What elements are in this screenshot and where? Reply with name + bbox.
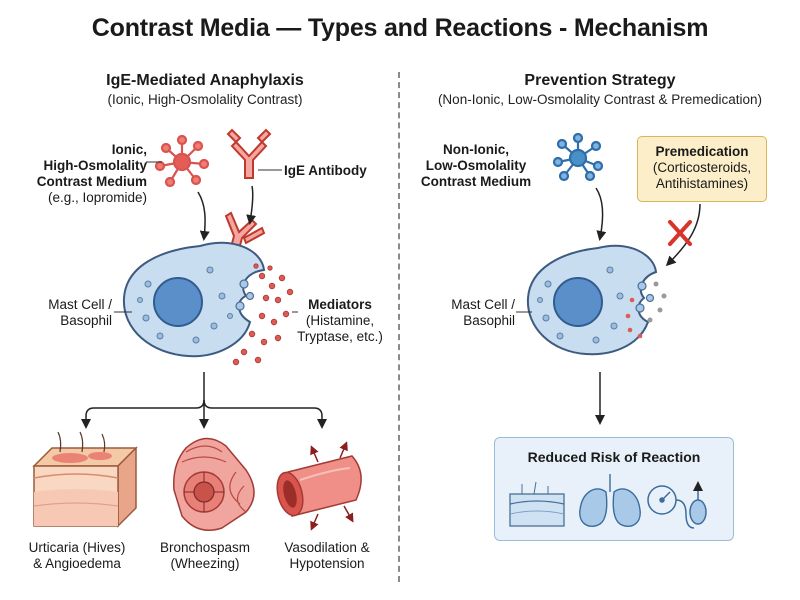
left-cell-label-line2: Basophil <box>60 313 112 328</box>
left-cell-label: Mast Cell / Basophil <box>20 297 112 329</box>
vessel-icon <box>276 441 362 531</box>
outcome-bronchospasm-line1: Bronchospasm <box>159 540 251 555</box>
skin-icon <box>32 431 138 528</box>
nonionic-molecule-icon <box>552 132 604 182</box>
panel-divider <box>398 72 400 582</box>
few-granules <box>625 281 667 339</box>
nonionic-contrast-line1: Non-Ionic, <box>443 142 509 157</box>
outcome-vasodilation-line2: Hypotension <box>289 556 365 571</box>
left-panel-heading: IgE-Mediated Anaphylaxis <box>106 72 304 89</box>
ionic-contrast-line1: Ionic, <box>111 142 147 157</box>
mediators-label: Mediators (Histamine, Tryptase, etc.) <box>290 297 390 345</box>
outcome-urticaria: Urticaria (Hives) & Angioedema <box>12 540 142 572</box>
left-mast-cell-icon <box>122 241 266 358</box>
outcome-branch-arrows <box>81 372 327 429</box>
mediators-title: Mediators <box>308 297 372 312</box>
blood-pressure-icon <box>647 481 707 529</box>
outcome-vasodilation: Vasodilation & Hypotension <box>262 540 392 572</box>
healthy-skin-icon <box>509 481 565 527</box>
ionic-contrast-line2: High-Osmolality <box>43 158 147 173</box>
premedication-box: Premedication (Corticosteroids, Antihist… <box>637 136 767 202</box>
right-panel-heading: Prevention Strategy <box>524 72 676 89</box>
outcome-bronchospasm-line2: (Wheezing) <box>170 556 240 571</box>
left-panel-subheading: (Ionic, High-Osmolality Contrast) <box>107 92 303 107</box>
right-panel-subheading: (Non-Ionic, Low-Osmolality Contrast & Pr… <box>437 92 763 107</box>
premedication-line1: (Corticosteroids, <box>652 160 752 175</box>
mediators-line1: (Histamine, <box>305 313 375 328</box>
ionic-contrast-example: (e.g., Iopromide) <box>47 190 147 205</box>
nonionic-contrast-label: Non-Ionic, Low-Osmolality Contrast Mediu… <box>412 142 540 190</box>
mediators-line2: Tryptase, etc.) <box>297 329 383 344</box>
nonionic-contrast-line3: Contrast Medium <box>420 174 532 189</box>
outcome-urticaria-line1: Urticaria (Hives) <box>28 540 126 555</box>
ige-antibody-icon <box>226 128 272 179</box>
lungs-icon <box>579 474 641 528</box>
ionic-molecule-icon <box>154 134 210 188</box>
outcome-vasodilation-line1: Vasodilation & <box>284 540 370 555</box>
reduced-risk-title: Reduced Risk of Reaction <box>527 449 701 465</box>
ige-antibody-label: IgE Antibody <box>284 163 367 178</box>
right-cell-label: Mast Cell / Basophil <box>420 297 515 329</box>
outcome-bronchospasm: Bronchospasm (Wheezing) <box>140 540 270 572</box>
outcome-urticaria-line2: & Angioedema <box>33 556 121 571</box>
inhibit-x-icon <box>668 220 692 246</box>
right-mast-cell-icon <box>526 244 658 356</box>
left-cell-label-line1: Mast Cell / <box>48 297 112 312</box>
page-title: Contrast Media — Types and Reactions - M… <box>91 14 709 42</box>
ionic-contrast-line3: Contrast Medium <box>36 174 147 189</box>
ionic-contrast-label: Ionic, High-Osmolality Contrast Medium (… <box>10 142 147 206</box>
bronchus-icon <box>173 437 255 531</box>
nonionic-contrast-line2: Low-Osmolality <box>425 158 527 173</box>
mediator-granules <box>232 263 294 366</box>
right-cell-label-line1: Mast Cell / <box>451 297 515 312</box>
premedication-title: Premedication <box>655 144 749 159</box>
right-cell-label-line2: Basophil <box>463 313 515 328</box>
premedication-line2: Antihistamines) <box>655 176 749 191</box>
